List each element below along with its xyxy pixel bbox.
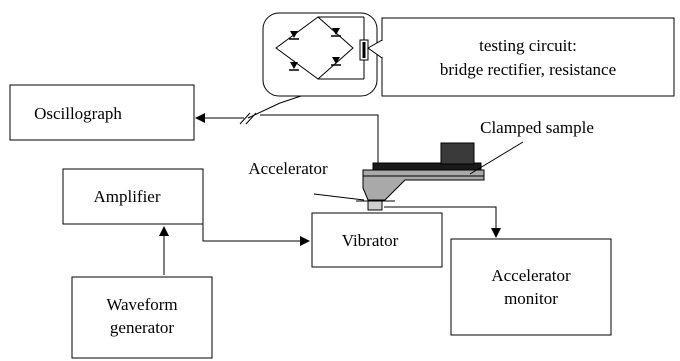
fixture-body [362, 169, 485, 201]
waveform-generator-label-2: generator [110, 318, 175, 337]
accelerator-leader [313, 193, 365, 201]
oscillograph-box: Oscillograph [9, 84, 195, 141]
amplifier-box: Amplifier [62, 168, 204, 225]
amplifier-label: Amplifier [93, 187, 160, 206]
diode-icon [331, 28, 341, 37]
callout-line-1: testing circuit: [479, 36, 577, 55]
bridge-rectifier-circuit [262, 12, 378, 97]
accelerator-monitor-label-1: Accelerator [491, 266, 571, 285]
clamped-sample-leader [469, 141, 524, 175]
waveform-generator-label-1: Waveform [106, 295, 177, 314]
vibrator-label: Vibrator [342, 231, 399, 250]
sample-plate [372, 162, 482, 171]
vibrator-box: Vibrator [311, 212, 443, 268]
diode-icon [289, 62, 299, 71]
callout-box [381, 17, 675, 97]
bridge-diamond [275, 16, 354, 80]
accelerator-label: Accelerator [248, 159, 328, 178]
accelerator-monitor-box: Accelerator monitor [450, 238, 612, 336]
clamp-block [440, 142, 475, 165]
accelerometer-sensor [367, 200, 383, 211]
clamped-sample-label: Clamped sample [480, 118, 594, 137]
break-mark [245, 112, 257, 125]
callout-line-2: bridge rectifier, resistance [440, 60, 616, 79]
testing-circuit-callout: testing circuit: bridge rectifier, resis… [367, 17, 675, 97]
sample-wire [260, 114, 379, 166]
accelerator-monitor-label-2: monitor [504, 289, 558, 308]
diode-icon [289, 31, 299, 40]
amplifier-to-vibrator-arrow [202, 222, 310, 246]
signal-wire [247, 95, 302, 119]
clamped-sample-fixture [356, 142, 485, 211]
sensor-to-monitor-arrow [384, 206, 501, 238]
waveform-generator-box: Waveform generator [71, 276, 213, 359]
diode-icon [331, 57, 341, 66]
break-mark [239, 112, 251, 125]
callout-pointer [367, 39, 383, 59]
oscillograph-label: Oscillograph [34, 104, 122, 123]
